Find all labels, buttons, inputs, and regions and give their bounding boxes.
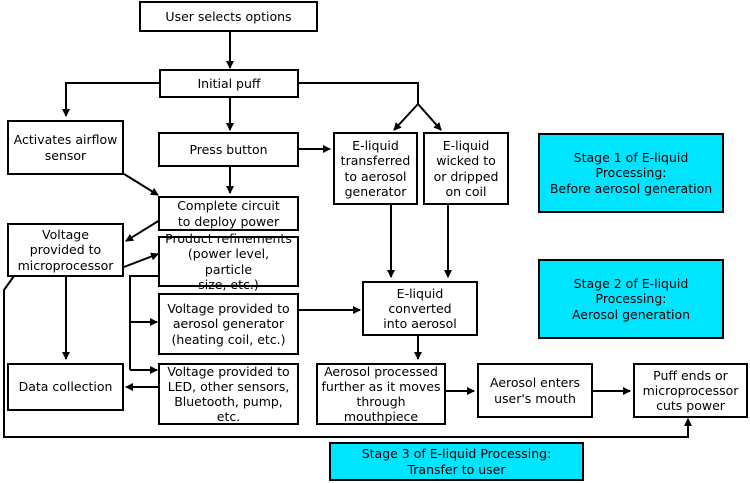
product-refinements-box: Product refinements (power level, partic…	[158, 231, 299, 292]
arrow-airflow-to-circuit	[123, 173, 159, 196]
voltage-to-aerosol-generator-box: Voltage provided to aerosol generator (h…	[158, 293, 299, 355]
initial-puff-box: Initial puff	[159, 69, 299, 98]
stage-2-box: Stage 2 of E-liquid Processing: Aerosol …	[538, 259, 724, 339]
puff-ends-box: Puff ends or microprocessor cuts power	[633, 363, 748, 418]
bracket-line	[129, 275, 158, 370]
data-collection-box: Data collection	[7, 363, 124, 411]
eliquid-wicked-box: E-liquid wicked to or dripped on coil	[423, 132, 509, 205]
activates-airflow-sensor-box: Activates airflow sensor	[7, 120, 124, 175]
arrow-voltage-to-refine	[123, 252, 159, 268]
voltage-to-microprocessor-box: Voltage provided to microprocessor	[7, 223, 124, 277]
eliquid-transferred-box: E-liquid transferred to aerosol generato…	[333, 132, 418, 205]
arrow-split-to-wicked	[417, 103, 442, 131]
arrow-puff-to-airflow	[62, 82, 160, 117]
complete-circuit-box: Complete circuit to deploy power	[158, 196, 299, 231]
eliquid-converted-box: E-liquid converted into aerosol	[362, 281, 478, 336]
arrow-split-to-transferred	[393, 103, 419, 131]
user-selects-options-box: User selects options	[139, 1, 318, 32]
voltage-to-led-box: Voltage provided to LED, other sensors, …	[158, 363, 299, 425]
stage-1-box: Stage 1 of E-liquid Processing: Before a…	[538, 133, 724, 213]
press-button-box: Press button	[158, 132, 299, 167]
aerosol-processed-box: Aerosol processed further as it moves th…	[316, 363, 446, 425]
aerosol-enters-mouth-box: Aerosol enters user's mouth	[477, 363, 593, 418]
arrow-circuit-to-voltage	[125, 219, 161, 242]
stage-3-box: Stage 3 of E-liquid Processing: Transfer…	[329, 442, 584, 481]
arrow-puff-split	[298, 82, 419, 104]
arrow-voltage-to-puffends	[3, 275, 692, 438]
